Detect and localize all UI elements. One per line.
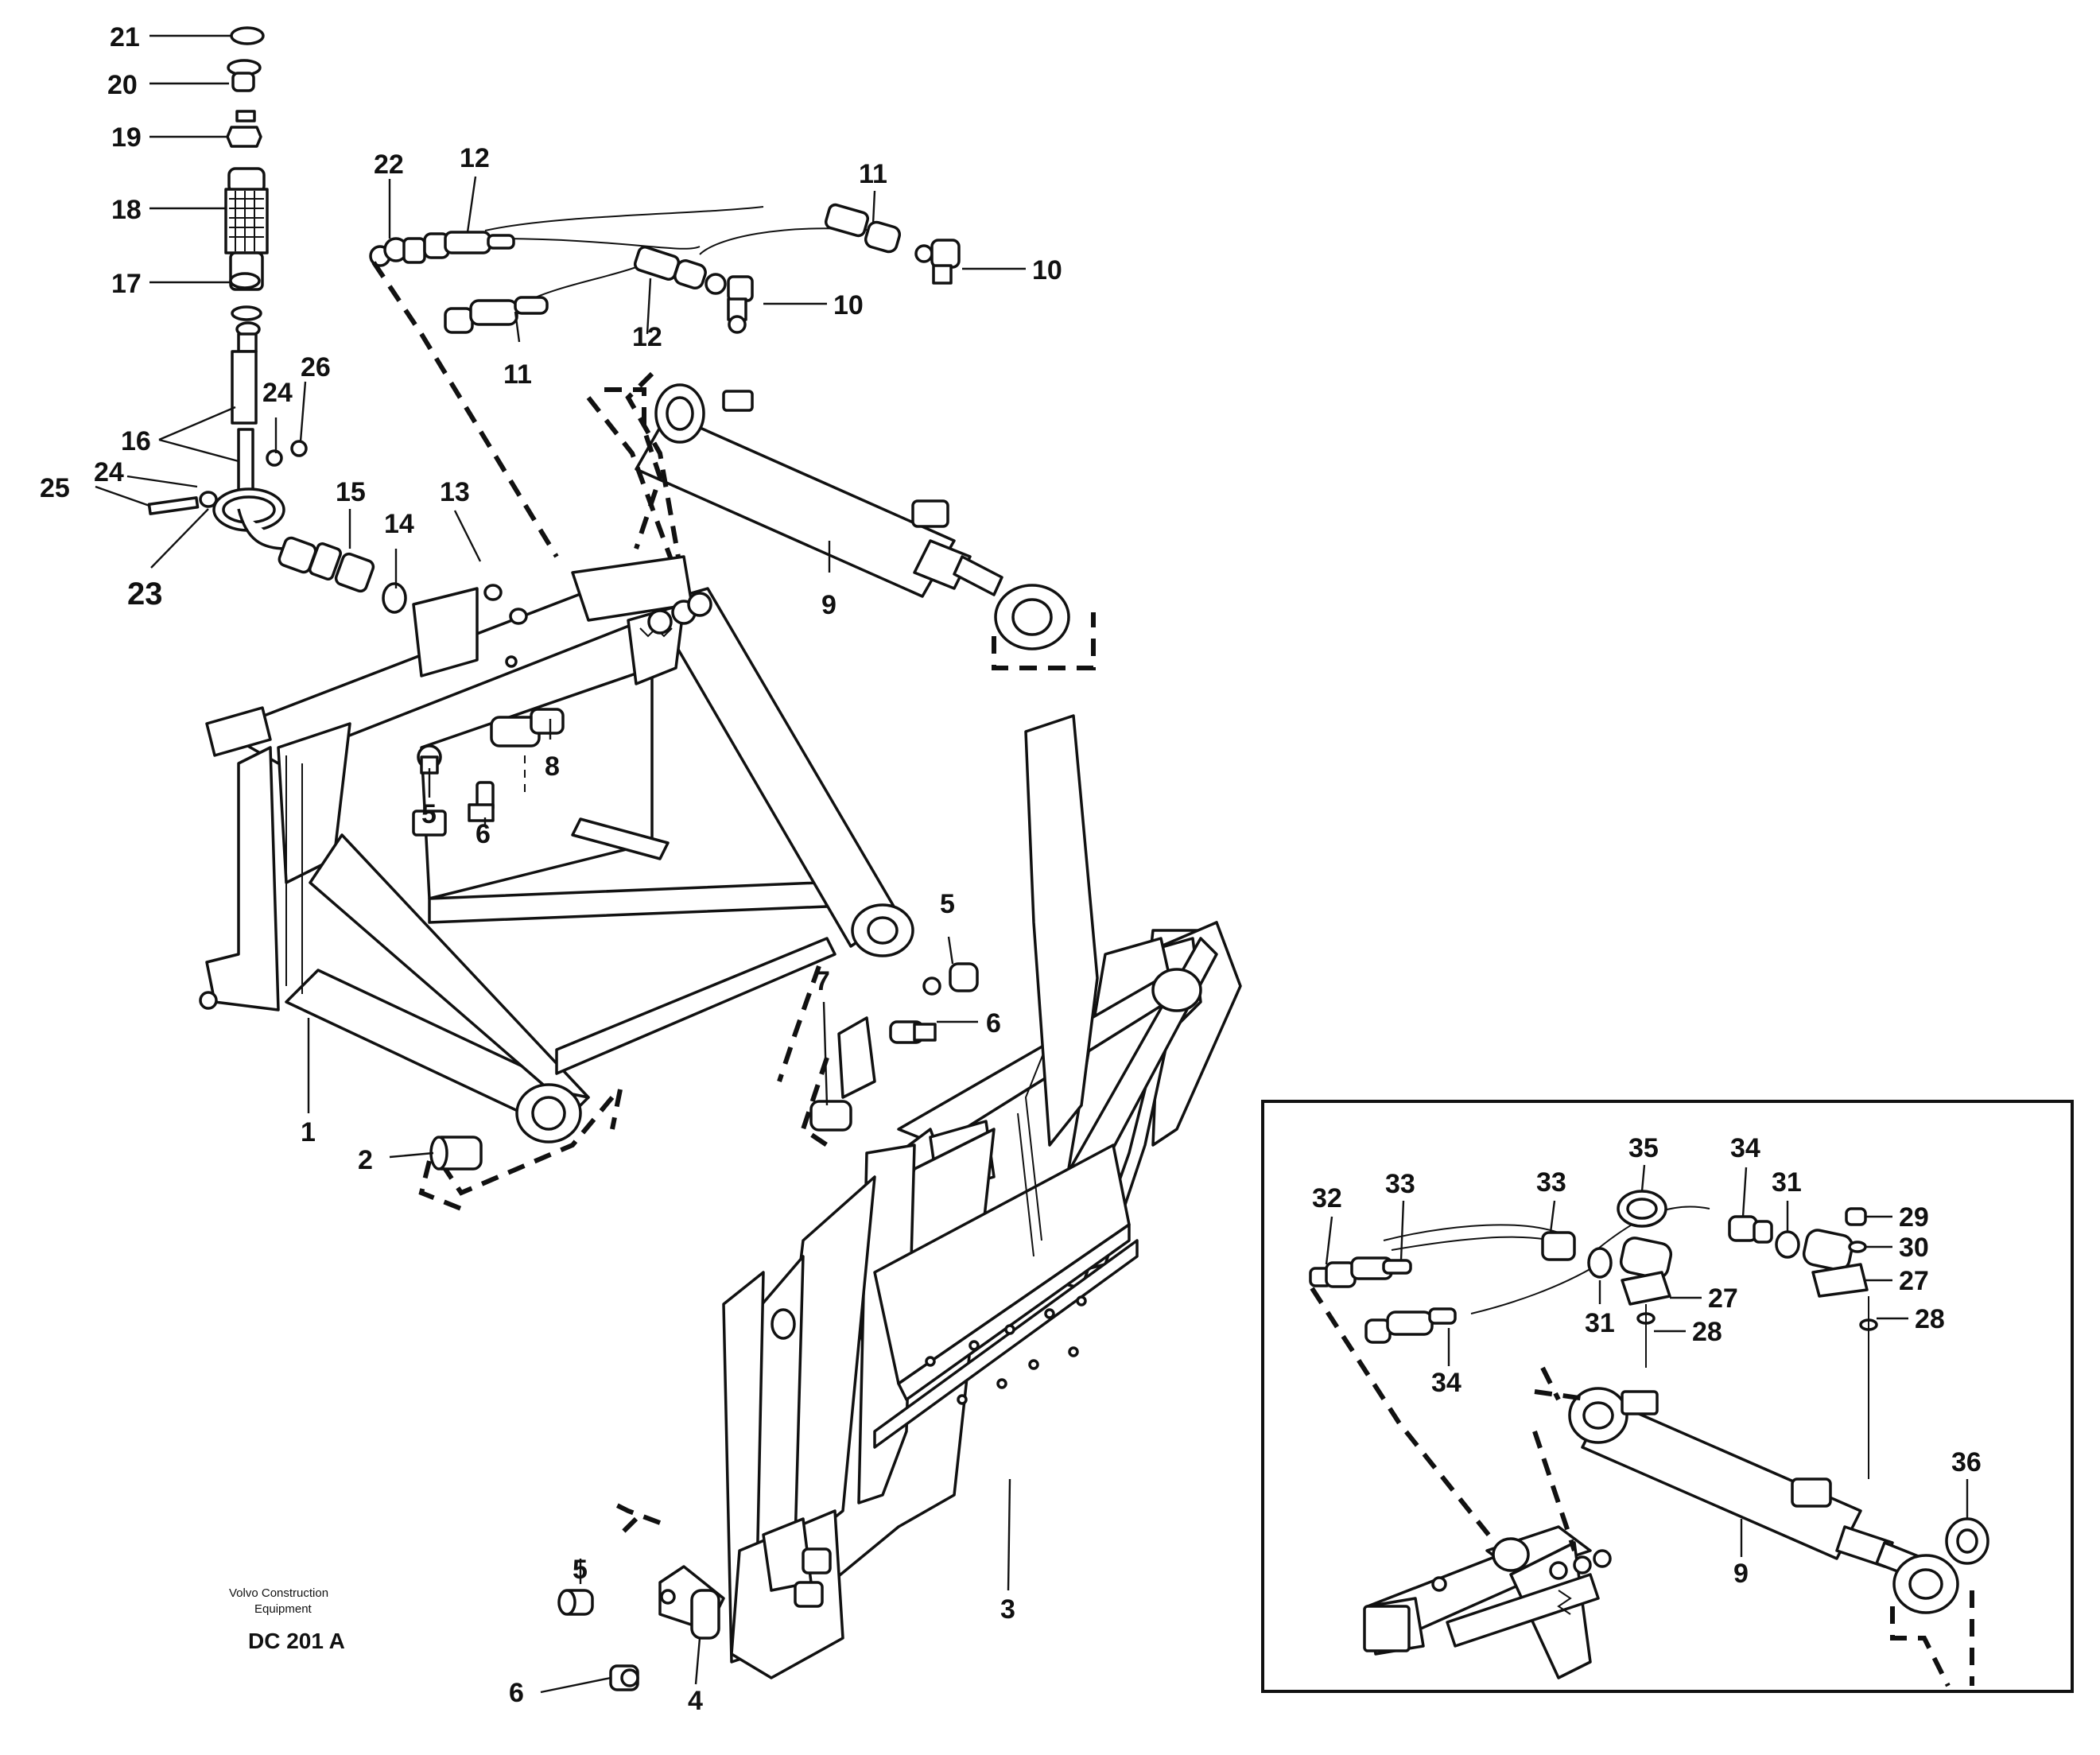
- footer: Volvo Construction Equipment DC 201 A: [229, 1586, 345, 1653]
- callout-3: 3: [1000, 1594, 1015, 1625]
- callout-13: 13: [440, 477, 470, 507]
- callout-5c: 5: [573, 1555, 588, 1585]
- assembly-dashed-lines: [371, 261, 829, 1537]
- inset-detail: 32 33 33 35 34 31 29 30 27 27 31 28 28 3…: [1261, 1100, 2074, 1693]
- callout-18: 18: [111, 195, 142, 225]
- callout-11a: 11: [859, 159, 887, 189]
- callout-21: 21: [110, 22, 140, 52]
- callout-6a: 6: [476, 819, 491, 849]
- hydraulic-fittings-top: [369, 203, 961, 334]
- callout-12a: 12: [460, 143, 490, 173]
- callout-26: 26: [301, 352, 331, 382]
- inset-callout-30: 30: [1899, 1233, 1929, 1263]
- callout-1: 1: [301, 1117, 316, 1147]
- inset-callout-34b: 34: [1431, 1368, 1461, 1398]
- callout-24b: 24: [94, 457, 124, 487]
- callout-14: 14: [384, 509, 414, 539]
- bushing: [429, 1136, 483, 1171]
- callout-8: 8: [545, 751, 560, 782]
- callout-20: 20: [107, 70, 138, 100]
- callout-2: 2: [358, 1145, 373, 1175]
- pin-parts-frame: [417, 708, 565, 822]
- inset-callout-31b: 31: [1585, 1308, 1615, 1338]
- callout-17: 17: [111, 269, 142, 299]
- credit-line-1: Volvo Construction: [229, 1586, 328, 1600]
- callout-25: 25: [40, 473, 70, 503]
- grease-fitting-stack: [147, 26, 407, 614]
- inset-callout-32: 32: [1312, 1183, 1342, 1213]
- callout-leaders: [95, 34, 1026, 1694]
- inset-callout-33b: 33: [1536, 1167, 1566, 1198]
- callout-10a: 10: [1032, 255, 1062, 285]
- inset-callout-35: 35: [1628, 1133, 1659, 1163]
- callout-6c: 6: [509, 1678, 524, 1708]
- document-id: DC 201 A: [248, 1629, 345, 1653]
- inset-callout-36: 36: [1951, 1447, 1982, 1477]
- callout-6b: 6: [986, 1008, 1001, 1039]
- inset-callout-28b: 28: [1915, 1304, 1945, 1334]
- pin-parts-bottom: [557, 1565, 725, 1691]
- callout-23: 23: [127, 577, 163, 612]
- inset-callout-27b: 27: [1708, 1283, 1738, 1314]
- callout-5b: 5: [940, 889, 955, 919]
- pin-parts-lower: [809, 962, 979, 1132]
- inset-callout-27a: 27: [1899, 1266, 1929, 1296]
- callout-5a: 5: [421, 799, 437, 829]
- inset-callout-28a: 28: [1692, 1317, 1722, 1347]
- callout-19: 19: [111, 122, 142, 153]
- inset-callout-9: 9: [1733, 1559, 1749, 1589]
- callout-16: 16: [121, 426, 151, 456]
- callout-12b: 12: [632, 322, 662, 352]
- inset-callout-33a: 33: [1385, 1169, 1415, 1199]
- frame-assembly: [199, 555, 914, 1143]
- callout-10b: 10: [833, 290, 864, 320]
- callout-22: 22: [374, 149, 404, 180]
- callout-9: 9: [821, 590, 837, 620]
- inset-callout-29: 29: [1899, 1202, 1929, 1233]
- credit-line-2: Equipment: [254, 1602, 312, 1616]
- callout-24a: 24: [262, 378, 293, 408]
- callout-11b: 11: [503, 359, 532, 390]
- inset-callout-34a: 34: [1730, 1133, 1760, 1163]
- inset-callout-31a: 31: [1772, 1167, 1802, 1198]
- callout-7: 7: [815, 966, 830, 996]
- callout-4: 4: [688, 1686, 703, 1716]
- callout-labels: 21 20 19 18 17 16 24 26 24 25 23 15 14 1…: [40, 22, 1062, 1716]
- quick-coupler: [722, 714, 1242, 1679]
- callout-15: 15: [336, 477, 366, 507]
